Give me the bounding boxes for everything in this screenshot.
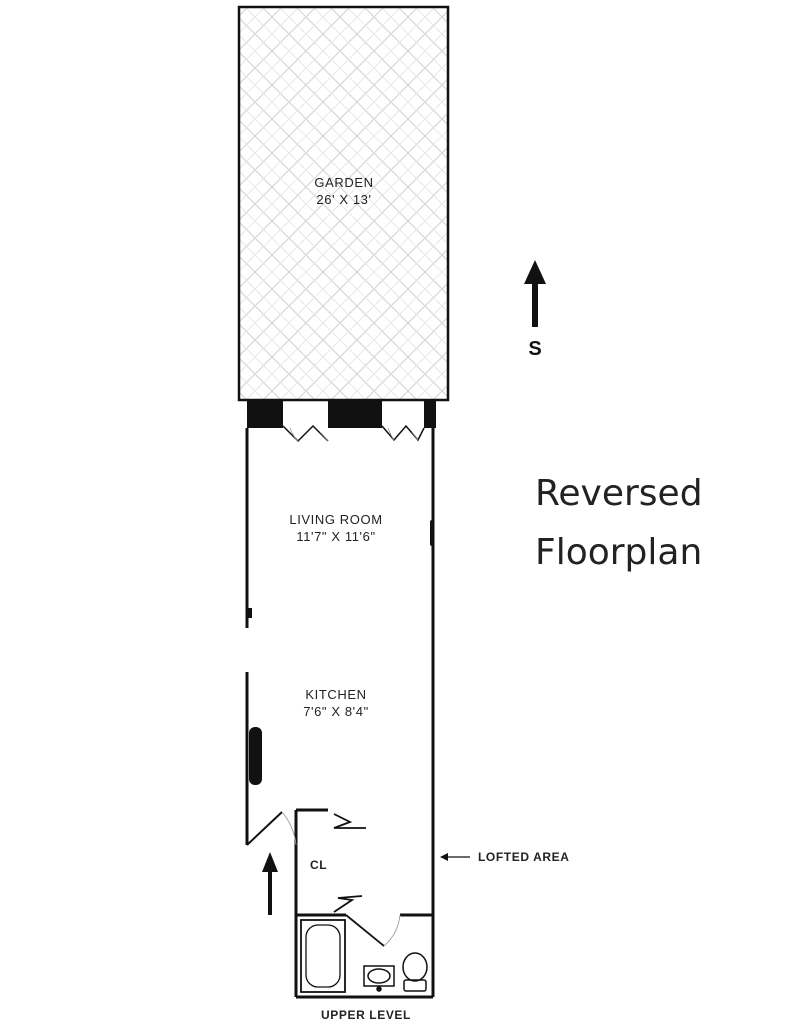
bathtub: [300, 919, 346, 993]
lofted-area-label: LOFTED AREA: [478, 850, 570, 864]
upper-level-label: UPPER LEVEL: [321, 1008, 411, 1022]
garden-size-label: 26' X 13': [316, 192, 371, 207]
left-wall-details: [248, 520, 434, 785]
bathroom-door: [345, 914, 401, 947]
radiator: [249, 727, 262, 785]
garden-wall: [247, 400, 436, 443]
kitchen-size-label: 7'6" X 8'4": [303, 704, 369, 719]
reversed-note-line1: Reversed: [535, 473, 703, 514]
sink: [363, 965, 395, 992]
closet-label: CL: [310, 858, 327, 872]
living-room-name-label: LIVING ROOM: [289, 512, 382, 527]
garden-area: GARDEN 26' X 13': [237, 5, 450, 402]
living-room-size-label: 11'7" X 11'6": [296, 529, 375, 544]
lofted-arrow-icon: [440, 853, 448, 861]
compass: S: [524, 260, 546, 360]
compass-arrow-shaft: [532, 282, 538, 327]
lofted-area-callout: LOFTED AREA: [440, 850, 570, 864]
french-door-left: [282, 424, 329, 443]
garden-name-label: GARDEN: [314, 175, 373, 190]
closet-doors: [333, 813, 366, 913]
north-arrow-icon: [524, 260, 546, 284]
french-door-right: [381, 424, 425, 442]
reversed-note-line2: Floorplan: [535, 532, 702, 573]
entry-arrow-icon: [262, 852, 278, 872]
entry-door: [246, 811, 297, 915]
kitchen-name-label: KITCHEN: [305, 687, 366, 702]
toilet: [402, 952, 428, 992]
compass-label: S: [528, 338, 541, 360]
